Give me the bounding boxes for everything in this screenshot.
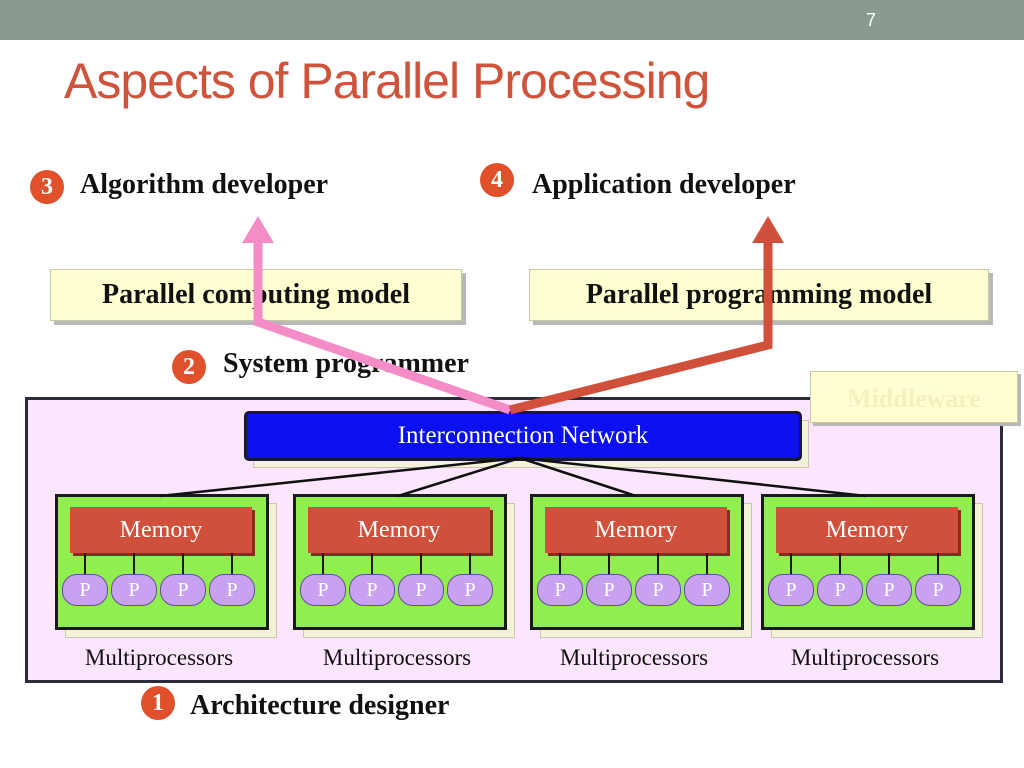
processor: P xyxy=(635,574,681,606)
processor: P xyxy=(817,574,863,606)
processor: P xyxy=(768,574,814,606)
network-link-2 xyxy=(397,456,521,498)
processor: P xyxy=(447,574,493,606)
processor: P xyxy=(684,574,730,606)
memory-block: Memory xyxy=(776,507,958,553)
slide-title: Aspects of Parallel Processing xyxy=(64,53,710,109)
processor: P xyxy=(915,574,961,606)
processor: P xyxy=(160,574,206,606)
processor: P xyxy=(111,574,157,606)
architecture-designer-label: Architecture designer xyxy=(190,690,450,721)
slide-number: 7 xyxy=(865,10,876,30)
memory-block: Memory xyxy=(70,507,252,553)
middleware-box: Middleware xyxy=(810,371,1018,423)
memory-bus-lines xyxy=(790,553,939,575)
memory-bus-lines xyxy=(84,553,233,575)
network-link-1 xyxy=(159,456,521,498)
memory-bus-lines xyxy=(322,553,471,575)
badge-1: 1 xyxy=(141,686,175,720)
processor: P xyxy=(398,574,444,606)
processor: P xyxy=(586,574,632,606)
network-link-4 xyxy=(519,456,867,498)
multiprocessors-label: Multiprocessors xyxy=(84,645,234,670)
multiprocessors-label: Multiprocessors xyxy=(790,645,940,670)
processor: P xyxy=(209,574,255,606)
pink-arrowhead xyxy=(242,216,274,243)
parallel-programming-model-box: Parallel programming model xyxy=(529,269,989,321)
red-arrowhead xyxy=(752,216,784,243)
processor: P xyxy=(537,574,583,606)
memory-block: Memory xyxy=(545,507,727,553)
badge-4: 4 xyxy=(480,163,514,197)
pink-arrow-path xyxy=(253,240,512,415)
processor: P xyxy=(866,574,912,606)
red-arrow-path xyxy=(508,240,773,415)
badge-2: 2 xyxy=(172,350,206,384)
memory-block: Memory xyxy=(308,507,490,553)
algorithm-developer-label: Algorithm developer xyxy=(80,169,329,200)
multiprocessors-label: Multiprocessors xyxy=(559,645,709,670)
multiprocessors-label: Multiprocessors xyxy=(322,645,472,670)
application-developer-label: Application developer xyxy=(532,169,796,200)
processor: P xyxy=(300,574,346,606)
top-bar: 7 xyxy=(0,0,1024,40)
processor: P xyxy=(349,574,395,606)
processor: P xyxy=(62,574,108,606)
network-link-3 xyxy=(519,456,637,498)
badge-3: 3 xyxy=(30,170,64,204)
memory-bus-lines xyxy=(559,553,708,575)
